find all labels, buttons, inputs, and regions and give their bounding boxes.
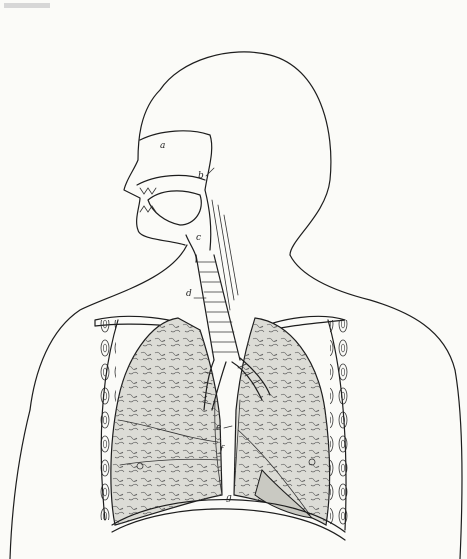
- teeth-lower: [140, 206, 156, 212]
- label-b: b: [198, 171, 204, 181]
- pharynx: [205, 190, 211, 250]
- tongue: [148, 191, 201, 225]
- neck-back: [290, 255, 455, 370]
- label-f: f: [219, 445, 225, 455]
- label-c: c: [196, 233, 201, 243]
- label-a: a: [160, 141, 165, 151]
- label-d: d: [186, 289, 192, 299]
- nasal-cavity: [140, 131, 212, 190]
- teeth-upper: [140, 188, 156, 194]
- body-left-edge: [10, 410, 30, 559]
- epiglottis: [186, 235, 196, 262]
- body-right-edge: [455, 370, 462, 559]
- esophagus-hatch: [212, 200, 238, 310]
- palate: [137, 175, 205, 185]
- ribs-right: [330, 320, 350, 530]
- head-outline: [124, 52, 331, 255]
- label-e: e: [216, 423, 221, 433]
- label-g: g: [226, 493, 232, 503]
